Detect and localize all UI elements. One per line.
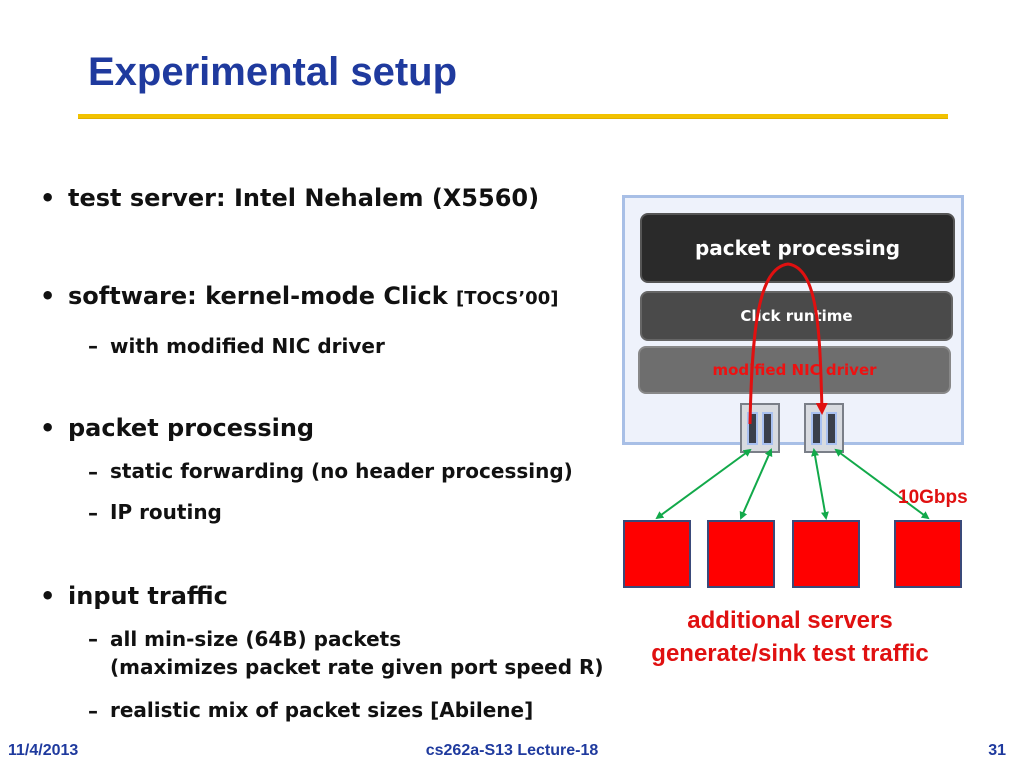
sub-bullet-text: with modified NIC driver bbox=[110, 334, 385, 358]
traffic-server-3 bbox=[792, 520, 860, 588]
sub-bullet-dash: – bbox=[88, 501, 98, 525]
citation-tocs: [TOCS’00] bbox=[456, 288, 559, 309]
link-speed-label: 10Gbps bbox=[898, 487, 968, 508]
bullet-text: input traffic bbox=[68, 582, 228, 610]
sub-bullet-dash: – bbox=[88, 627, 98, 651]
link-arrow-2 bbox=[739, 448, 773, 520]
footer-course: cs262a-S13 Lecture-18 bbox=[425, 742, 599, 759]
bullet-text: test server: Intel Nehalem (X5560) bbox=[68, 184, 540, 212]
caption-line-1: additional servers bbox=[687, 607, 893, 634]
nic-port bbox=[747, 412, 758, 445]
layer-packet-processing: packet processing bbox=[640, 213, 955, 283]
link-arrow-1 bbox=[655, 448, 752, 520]
sub-bullet-text-line2: (maximizes packet rate given port speed … bbox=[110, 655, 604, 679]
bullet-text: packet processing bbox=[68, 414, 315, 442]
packet-path-arrow bbox=[748, 262, 828, 425]
footer-date: 11/4/2013 bbox=[8, 742, 79, 759]
traffic-server-4 bbox=[894, 520, 962, 588]
bullet-dot: • bbox=[40, 184, 56, 212]
bullet-dot: • bbox=[40, 582, 56, 610]
nic-port bbox=[762, 412, 773, 445]
bullet-dot: • bbox=[40, 282, 56, 310]
diagram-caption: additional servers generate/sink test tr… bbox=[590, 604, 990, 670]
layer-click-runtime: Click runtime bbox=[640, 291, 953, 341]
bullet-dot: • bbox=[40, 414, 56, 442]
footer-page-number: 31 bbox=[988, 742, 1006, 759]
sub-bullet-text: static forwarding (no header processing) bbox=[110, 459, 573, 483]
caption-line-2: generate/sink test traffic bbox=[651, 640, 929, 667]
sub-bullet-dash: – bbox=[88, 460, 98, 484]
sub-bullet-text-line1: all min-size (64B) packets bbox=[110, 627, 402, 651]
link-arrow-3 bbox=[811, 448, 829, 520]
slide-title: Experimental setup bbox=[88, 50, 458, 94]
traffic-server-1 bbox=[623, 520, 691, 588]
sub-bullet-dash: – bbox=[88, 699, 98, 723]
title-divider bbox=[78, 114, 948, 119]
sub-bullet-text: IP routing bbox=[110, 500, 222, 524]
bullet-text: software: kernel-mode Click bbox=[68, 282, 457, 310]
nic-port bbox=[826, 412, 837, 445]
traffic-server-2 bbox=[707, 520, 775, 588]
sub-bullet-text: realistic mix of packet sizes [Abilene] bbox=[110, 698, 534, 722]
nic-card-right bbox=[804, 403, 844, 453]
sub-bullet-dash: – bbox=[88, 334, 98, 358]
link-arrow-4 bbox=[834, 448, 930, 520]
bullet-text-wrap: software: kernel-mode Click [TOCS’00] bbox=[68, 282, 558, 310]
